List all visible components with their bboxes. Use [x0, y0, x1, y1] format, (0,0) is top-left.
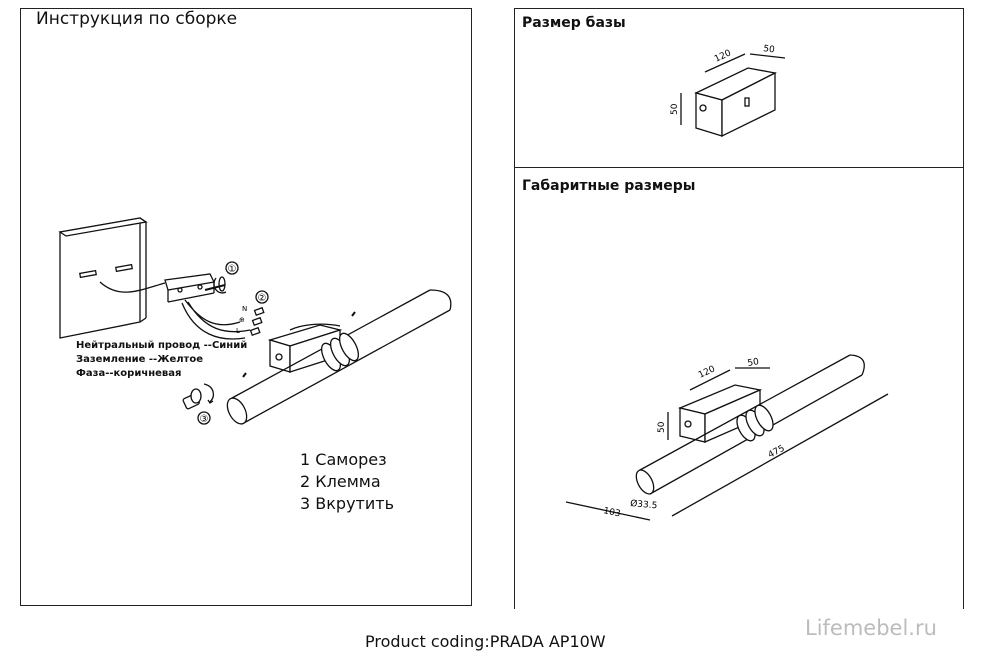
- overall-dimensions-panel: [514, 167, 964, 609]
- overall-base-width-dim: 50: [747, 357, 760, 369]
- base-length-dim: 120: [713, 48, 733, 64]
- product-coding: Product coding:PRADA AP10W: [365, 632, 606, 651]
- wire-label-neutral: Нейтральный провод --Синий: [76, 340, 248, 351]
- base-height-dim: 50: [670, 103, 680, 115]
- knob: [182, 383, 215, 410]
- overall-length-dim: 475: [767, 444, 787, 461]
- lamp-tube: [226, 289, 452, 425]
- terminal-l: L: [236, 327, 240, 335]
- base-size-drawing: [680, 53, 786, 138]
- mounting-bracket: [164, 273, 215, 303]
- watermark: Lifemebel.ru: [805, 616, 937, 640]
- wires: [181, 299, 251, 340]
- wall-plate: [58, 217, 148, 339]
- callout-2-text: ②: [258, 293, 267, 304]
- base-width-dim: 50: [763, 44, 776, 56]
- terminal-n: N: [242, 305, 247, 313]
- callout-1: [225, 261, 239, 275]
- wall-screws: [79, 263, 133, 279]
- callout-3: [197, 411, 211, 425]
- overall-dimensions-title: Габаритные размеры: [522, 178, 696, 194]
- base-box: [267, 323, 343, 373]
- callout-1-text: ①: [228, 264, 237, 275]
- overall-diameter-dim: Ø33.5: [630, 498, 658, 511]
- callout-2: [255, 290, 269, 304]
- power-cable: [99, 281, 166, 293]
- overall-height-dim: 50: [657, 421, 667, 433]
- assembly-title: Инструкция по сборке: [36, 9, 238, 29]
- overall-drawing: [565, 354, 889, 521]
- overall-depth-dim: 103: [602, 506, 621, 519]
- wire-label-phase: Фаза--коричневая: [76, 368, 182, 379]
- step-3: 3 Вкрутить: [300, 494, 394, 513]
- base-size-title: Размер базы: [522, 15, 626, 31]
- step-2: 2 Клемма: [300, 472, 381, 491]
- callout-3-text: ③: [200, 414, 209, 425]
- wire-label-ground: Заземление --Желтое: [76, 354, 204, 365]
- assembly-panel: [20, 8, 472, 606]
- terminal-ground: ⊕: [239, 316, 245, 324]
- terminals: [249, 306, 265, 337]
- step-1: 1 Саморез: [300, 450, 387, 469]
